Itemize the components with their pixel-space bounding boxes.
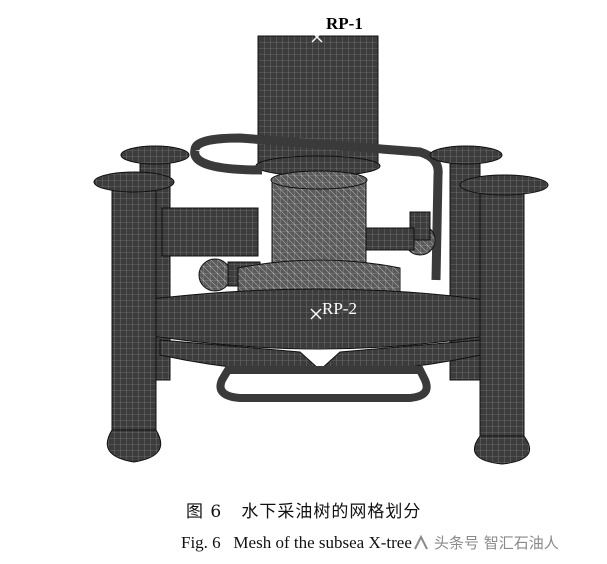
subsea-tree-mesh-figure	[93, 31, 549, 465]
middle-body-mesh	[271, 179, 367, 269]
front-right-column	[479, 189, 525, 441]
front-left-column	[111, 185, 157, 437]
rp1-marker-icon	[311, 31, 323, 43]
figure-caption-english: Fig. 6 Mesh of the subsea X-tree	[181, 533, 412, 552]
watermark-logo-icon	[414, 534, 428, 549]
figure-caption-chinese: 图 6 水下采油树的网格划分	[186, 502, 422, 522]
rp2-label: RP-2	[322, 299, 357, 318]
watermark: 头条号 智汇石油人	[412, 532, 559, 553]
rp1-label: RP-1	[326, 14, 363, 33]
left-valve-wheel	[198, 258, 232, 292]
rp2-marker-icon	[310, 308, 322, 320]
watermark-text: 头条号 智汇石油人	[434, 534, 559, 552]
base-platform-mesh	[117, 288, 521, 350]
lower-pipe-loop	[216, 366, 431, 402]
upper-pipe-loop	[190, 133, 443, 281]
left-valve-block	[161, 207, 259, 257]
